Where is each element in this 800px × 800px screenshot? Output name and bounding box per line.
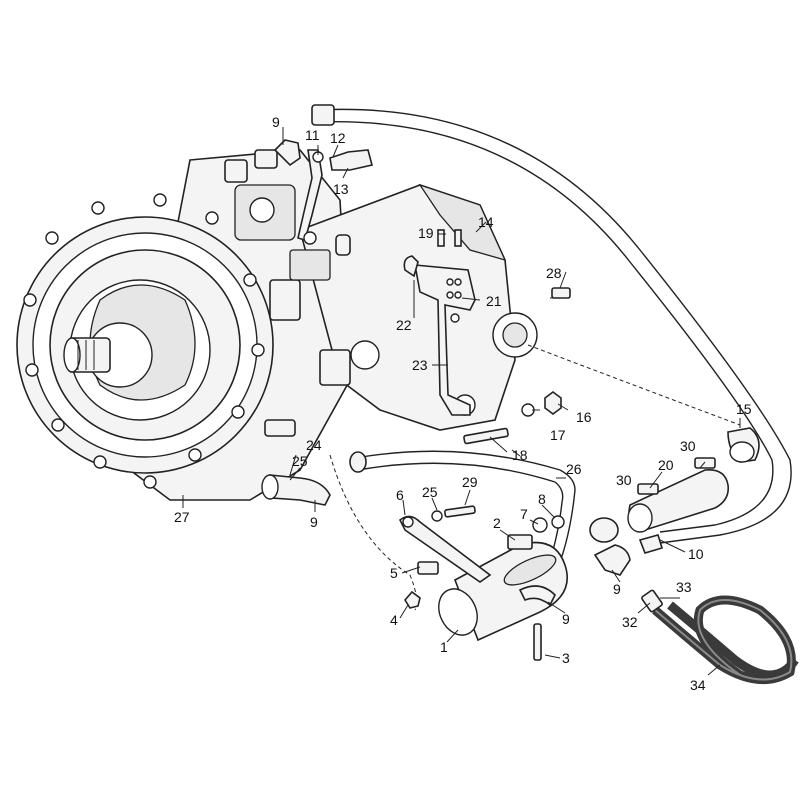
transmission-housing — [16, 149, 538, 501]
hoses — [311, 104, 792, 576]
callout-9-right: 9 — [613, 581, 621, 597]
loose-hardware — [463, 287, 571, 445]
pipe-20-assembly — [627, 427, 760, 554]
filter-assembly — [438, 517, 631, 642]
callout-28: 28 — [546, 265, 562, 281]
callout-11: 11 — [305, 127, 320, 143]
callout-24: 24 — [306, 437, 322, 453]
callout-4: 4 — [390, 612, 398, 628]
leader-lines — [182, 127, 741, 676]
callout-25-left: 25 — [292, 453, 308, 469]
callout-32: 32 — [622, 614, 638, 630]
callout-7: 7 — [520, 506, 528, 522]
callout-14: 14 — [478, 214, 494, 230]
callout-23: 23 — [412, 357, 428, 373]
callout-30-left: 30 — [616, 472, 632, 488]
callout-27: 27 — [174, 509, 190, 525]
callout-19: 19 — [418, 225, 434, 241]
routing-lines — [329, 344, 741, 611]
callout-labels: 1 2 3 4 5 6 7 8 9 9 9 9 10 11 12 13 14 1… — [174, 114, 752, 693]
callout-9-left: 9 — [310, 514, 318, 530]
callout-29: 29 — [462, 474, 478, 490]
callout-8: 8 — [538, 491, 546, 507]
filter-bracket — [398, 505, 565, 661]
callout-9-filter: 9 — [562, 611, 570, 627]
top-fittings — [273, 139, 373, 256]
coiled-hose — [641, 589, 799, 685]
callout-18: 18 — [512, 447, 528, 463]
callout-10: 10 — [688, 546, 704, 562]
callout-2: 2 — [493, 515, 501, 531]
callout-12: 12 — [330, 130, 346, 146]
callout-16: 16 — [576, 409, 592, 425]
callout-5: 5 — [390, 565, 398, 581]
bracket-assembly — [403, 229, 476, 416]
callout-26: 26 — [566, 461, 582, 477]
callout-9-top: 9 — [272, 114, 280, 130]
callout-30-top: 30 — [680, 438, 696, 454]
callout-34: 34 — [690, 677, 706, 693]
callout-33: 33 — [676, 579, 692, 595]
callout-1: 1 — [440, 639, 448, 655]
left-side-fittings — [261, 419, 331, 506]
callout-3: 3 — [562, 650, 570, 666]
callout-13: 13 — [333, 181, 349, 197]
callout-21: 21 — [486, 293, 502, 309]
callout-20: 20 — [658, 457, 674, 473]
callout-6: 6 — [396, 487, 404, 503]
callout-22: 22 — [396, 317, 412, 333]
callout-25-mid: 25 — [422, 484, 438, 500]
callout-17: 17 — [550, 427, 566, 443]
callout-15: 15 — [736, 401, 752, 417]
